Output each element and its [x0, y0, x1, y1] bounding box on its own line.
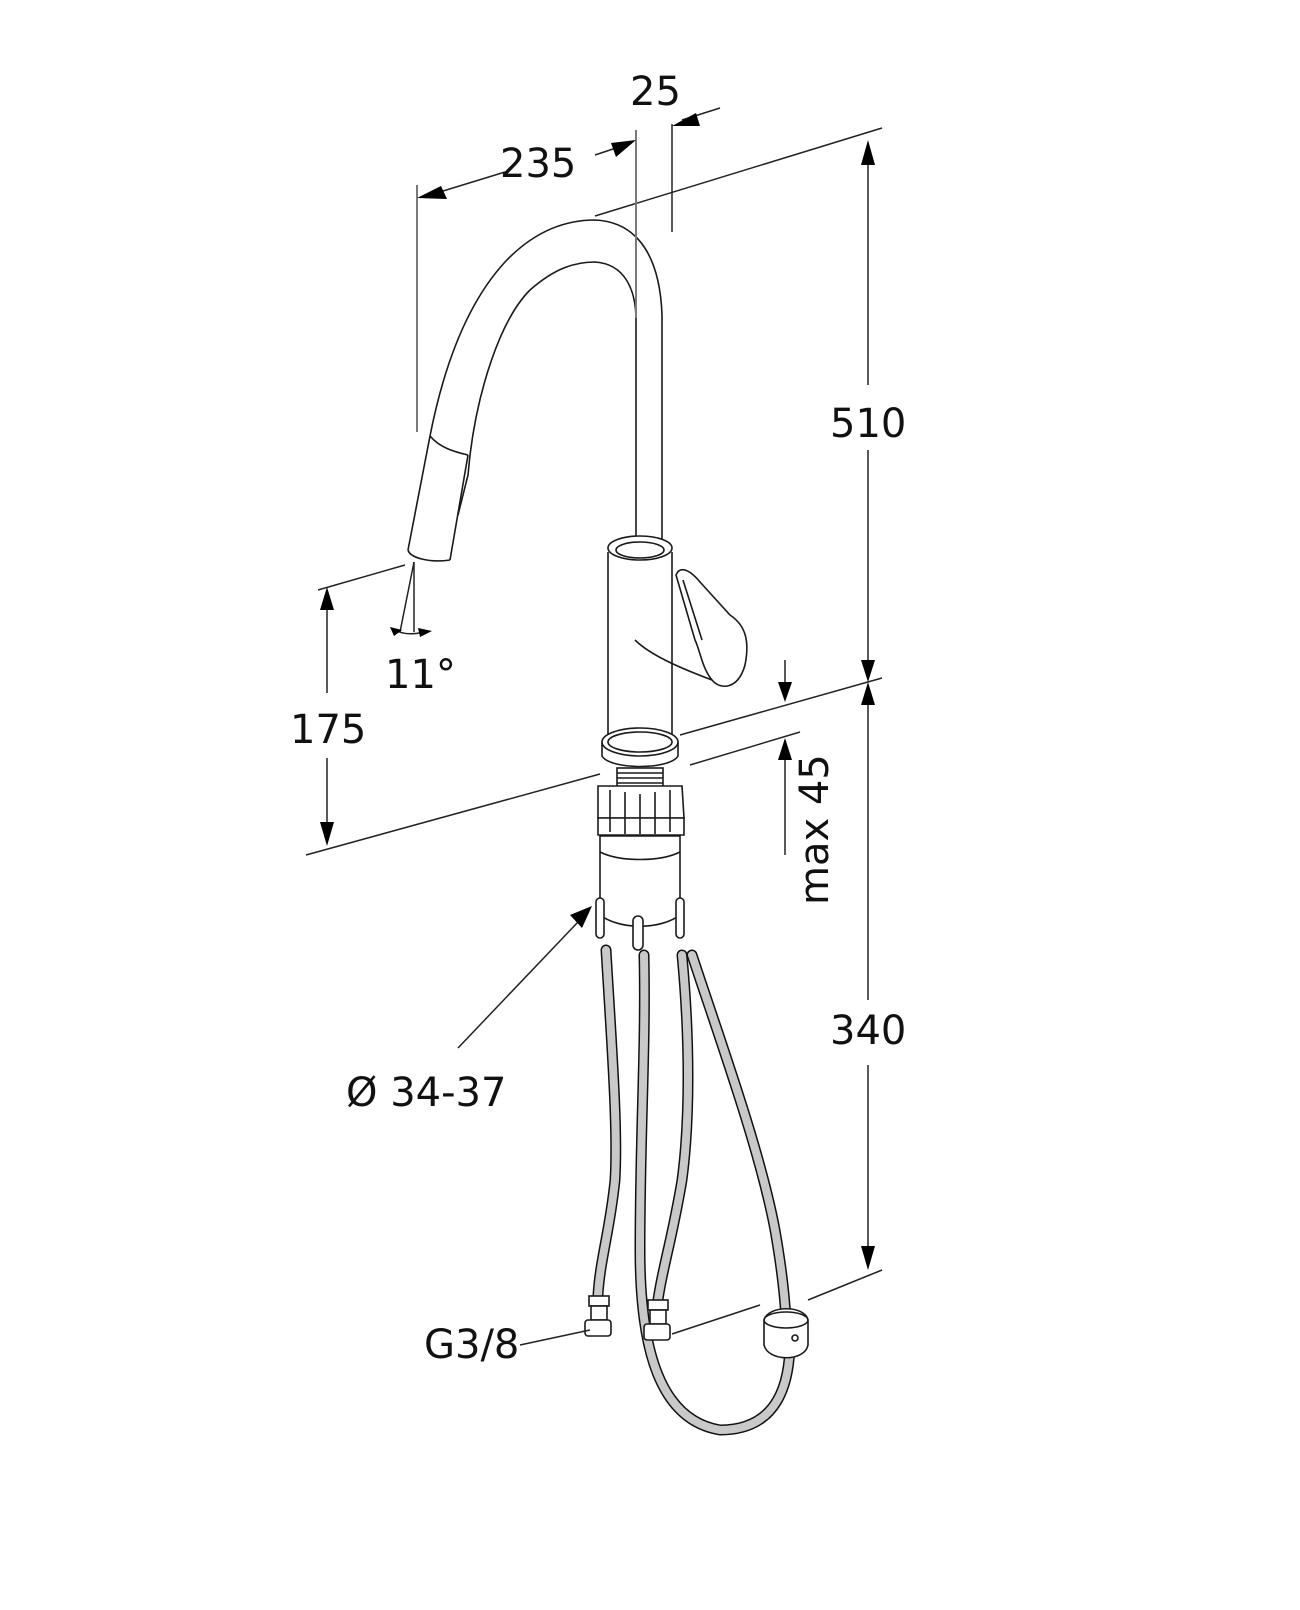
- label-clearance: 175: [290, 707, 366, 753]
- hose-connector-right: [643, 1299, 671, 1341]
- mounting-nut: [595, 785, 685, 951]
- leader-connection-thread: [519, 1329, 591, 1346]
- pull-out-spray-head: [407, 435, 471, 562]
- hose-weight: [763, 1308, 809, 1359]
- label-spout-reach: 235: [500, 141, 576, 187]
- label-mounting-hole: Ø 34-37: [346, 1070, 506, 1116]
- dimension-below-counter: [861, 682, 875, 1270]
- dimension-spout-reach: [416, 107, 721, 432]
- base-ring: [601, 727, 679, 768]
- label-total-height: 510: [830, 401, 906, 447]
- dimension-total-height: [861, 140, 875, 682]
- faucet-body: [607, 535, 673, 742]
- leader-mounting-hole: [457, 906, 592, 1049]
- hose-connector-left: [584, 1295, 612, 1337]
- label-connection-thread: G3/8: [424, 1322, 519, 1368]
- gooseneck-spout: [429, 219, 663, 548]
- supply-hoses: [592, 944, 796, 1436]
- dimension-clearance: [320, 587, 334, 846]
- label-counter-thickness: max 45: [792, 754, 838, 905]
- label-spout-width: 25: [630, 69, 681, 115]
- label-below-counter: 340: [830, 1008, 906, 1054]
- dimension-counter-thickness: [778, 660, 792, 855]
- dimension-spray-angle: [390, 561, 432, 637]
- reference-lines: [305, 127, 883, 1335]
- lever-handle[interactable]: [634, 568, 748, 688]
- label-spray-angle: 11°: [385, 652, 456, 698]
